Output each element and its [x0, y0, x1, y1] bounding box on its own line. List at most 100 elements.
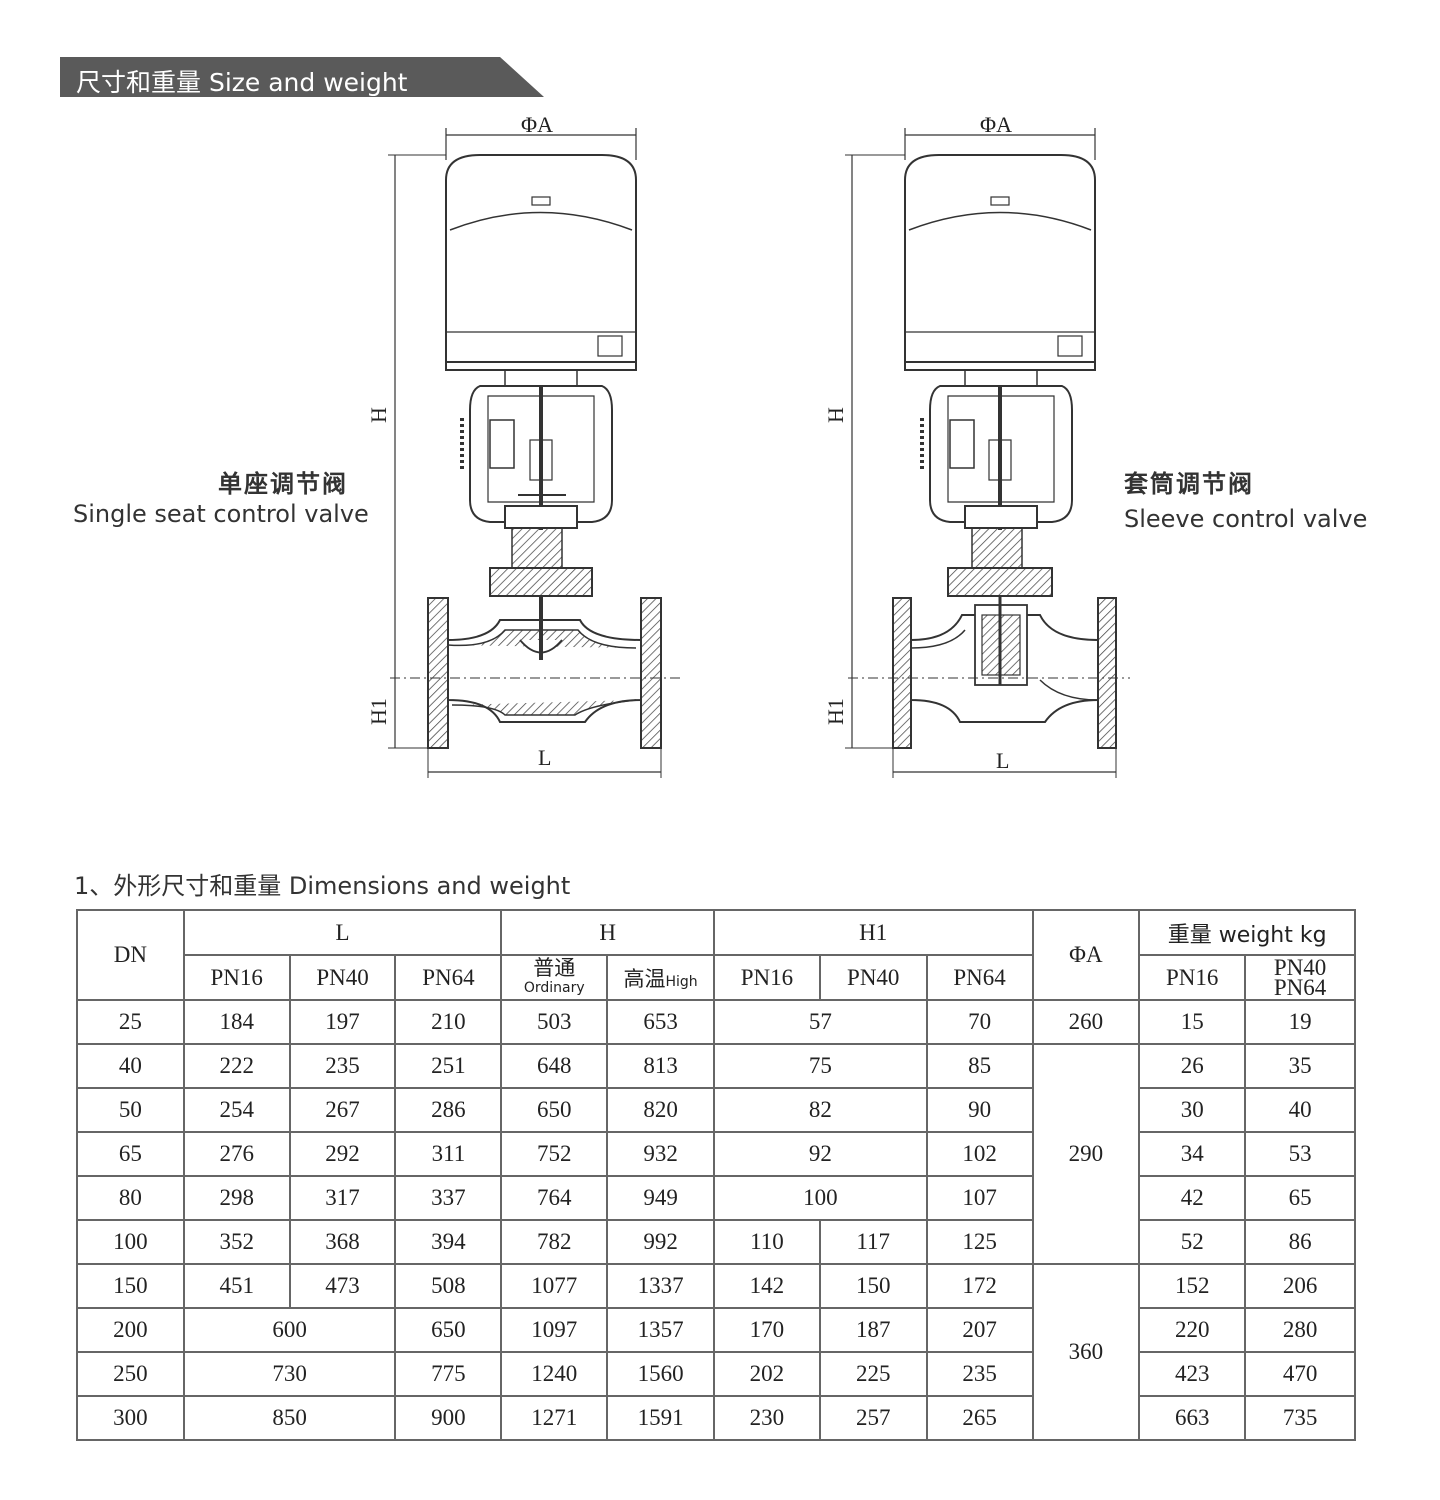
single-valve-caption-cn: 单座调节阀 — [218, 470, 348, 498]
valve-drawings: ΦA ΦA H H H1 H1 L L — [0, 100, 1440, 800]
cell-h-ordinary: 503 — [500, 999, 609, 1045]
table-row: 25 184 197 210 503 653 57 70 260 15 19 — [76, 999, 1356, 1045]
cell-dn: 25 — [76, 999, 185, 1045]
header-ordinary-cn: 普通 — [533, 955, 576, 980]
cell-weight-pn16: 26 — [1138, 1043, 1247, 1089]
cell-dn: 50 — [76, 1087, 185, 1133]
cell-l-pn64: 210 — [394, 999, 503, 1045]
header-weight-pn64: PN64 — [1273, 974, 1327, 1000]
header-H1-pn16: PN16 — [712, 954, 821, 1001]
cell-l-pn16: 254 — [182, 1087, 291, 1133]
cell-h-high: 820 — [606, 1087, 715, 1133]
header-row-2: PN16 PN40 PN64 普通 Ordinary 高温High PN16 P… — [77, 954, 1356, 1001]
cell-weight-pn40-64: 19 — [1244, 999, 1356, 1045]
header-H: H — [500, 909, 715, 956]
cell-l-pn64: 650 — [394, 1307, 503, 1353]
header-H1-pn40: PN40 — [818, 954, 928, 1001]
cell-h-ordinary: 782 — [500, 1219, 609, 1265]
cell-l-pn40: 197 — [288, 999, 397, 1045]
header-ordinary-en: Ordinary — [523, 979, 585, 996]
banner-shape — [60, 57, 544, 97]
sleeve-phiA-label: ΦA — [980, 112, 1012, 137]
cell-weight-pn40-64: 53 — [1244, 1131, 1356, 1177]
cell-h1-pn16: 110 — [712, 1219, 821, 1265]
cell-l-pn64: 286 — [394, 1087, 503, 1133]
cell-l-pn16: 451 — [182, 1263, 291, 1309]
cell-h1-pn16: 202 — [712, 1351, 821, 1397]
cell-h1-pn16: 170 — [712, 1307, 821, 1353]
single-valve-caption-en: Single seat control valve — [73, 500, 369, 528]
cell-h-high: 653 — [606, 999, 715, 1045]
cell-h1-pn16-40: 100 — [712, 1175, 928, 1221]
cell-h1-pn64: 90 — [925, 1087, 1034, 1133]
cell-h1-pn64: 235 — [925, 1351, 1034, 1397]
header-weight-pn40-pn64: PN40 PN64 — [1244, 954, 1356, 1001]
cell-l-pn16: 276 — [182, 1131, 291, 1177]
cell-h1-pn40: 117 — [818, 1219, 928, 1265]
cell-h1-pn40: 257 — [818, 1395, 928, 1441]
cell-h-ordinary: 650 — [500, 1087, 609, 1133]
sleeve-H1-label: H1 — [823, 698, 848, 725]
cell-l-pn40: 235 — [288, 1043, 397, 1089]
cell-h1-pn64: 265 — [925, 1395, 1034, 1441]
single-H-label: H — [366, 407, 391, 423]
cell-l-pn40: 317 — [288, 1175, 397, 1221]
cell-l-pn40: 368 — [288, 1219, 397, 1265]
single-H1-label: H1 — [366, 698, 391, 725]
cell-phiA: 290 — [1031, 1043, 1141, 1265]
single-phiA-label: ΦA — [521, 112, 553, 137]
cell-dn: 100 — [76, 1219, 185, 1265]
cell-h1-pn64: 125 — [925, 1219, 1034, 1265]
table-row: 80 298 317 337 764 949 100 107 42 65 — [76, 1175, 1356, 1221]
table-row: 150 451 473 508 1077 1337 142 150 172 36… — [76, 1263, 1356, 1441]
cell-weight-pn16: 52 — [1138, 1219, 1247, 1265]
header-L: L — [182, 909, 503, 956]
cell-h-ordinary: 1240 — [500, 1351, 609, 1397]
header-weight-pn40: PN40 — [1273, 954, 1327, 980]
cell-weight-pn16: 663 — [1138, 1395, 1247, 1441]
cell-l-pn16-40: 850 — [182, 1395, 397, 1441]
header-high-cn: 高温 — [623, 966, 666, 991]
cell-h1-pn16: 230 — [712, 1395, 821, 1441]
cell-h-ordinary: 1097 — [500, 1307, 609, 1353]
cell-weight-pn16: 42 — [1138, 1175, 1247, 1221]
cell-l-pn40: 267 — [288, 1087, 397, 1133]
table-row: 200 600 650 1097 1357 170 187 207 220 28… — [76, 1307, 1356, 1353]
cell-h1-pn16-40: 82 — [712, 1087, 928, 1133]
cell-dn: 200 — [76, 1307, 185, 1353]
cell-l-pn40: 292 — [288, 1131, 397, 1177]
table-row: 50 254 267 286 650 820 82 90 30 40 — [76, 1087, 1356, 1133]
cell-dn: 80 — [76, 1175, 185, 1221]
cell-h-high: 949 — [606, 1175, 715, 1221]
header-L-pn40: PN40 — [288, 954, 397, 1001]
cell-weight-pn16: 423 — [1138, 1351, 1247, 1397]
table-row: 65 276 292 311 752 932 92 102 34 53 — [76, 1131, 1356, 1177]
cell-weight-pn40-64: 86 — [1244, 1219, 1356, 1265]
cell-l-pn64: 311 — [394, 1131, 503, 1177]
sleeve-H-label: H — [823, 407, 848, 423]
cell-h1-pn64: 207 — [925, 1307, 1034, 1353]
cell-h1-pn64: 102 — [925, 1131, 1034, 1177]
header-L-pn16: PN16 — [182, 954, 291, 1001]
cell-weight-pn40-64: 40 — [1244, 1087, 1356, 1133]
cell-l-pn16: 184 — [182, 999, 291, 1045]
cell-l-pn64: 508 — [394, 1263, 503, 1309]
header-H-ordinary: 普通 Ordinary — [500, 954, 609, 1001]
header-phiA: ΦA — [1031, 909, 1141, 1001]
cell-h-high: 932 — [606, 1131, 715, 1177]
header-H-high: 高温High — [606, 954, 715, 1001]
cell-weight-pn40-64: 470 — [1244, 1351, 1356, 1397]
header-row-1: DN L H H1 ΦA 重量 weight kg — [76, 909, 1356, 1001]
cell-l-pn16-40: 600 — [182, 1307, 397, 1353]
table-row: 300 850 900 1271 1591 230 257 265 663 73… — [76, 1395, 1356, 1441]
cell-h-high: 992 — [606, 1219, 715, 1265]
cell-dn: 300 — [76, 1395, 185, 1441]
cell-weight-pn16: 152 — [1138, 1263, 1247, 1309]
sleeve-valve-drawing — [845, 128, 1130, 778]
sleeve-valve-caption-cn: 套筒调节阀 — [1124, 470, 1254, 498]
cell-phiA: 260 — [1031, 999, 1141, 1045]
cell-h1-pn16-40: 75 — [712, 1043, 928, 1089]
cell-l-pn40: 473 — [288, 1263, 397, 1309]
cell-h1-pn16-40: 57 — [712, 999, 928, 1045]
table-row: 100 352 368 394 782 992 110 117 125 52 8… — [76, 1219, 1356, 1265]
